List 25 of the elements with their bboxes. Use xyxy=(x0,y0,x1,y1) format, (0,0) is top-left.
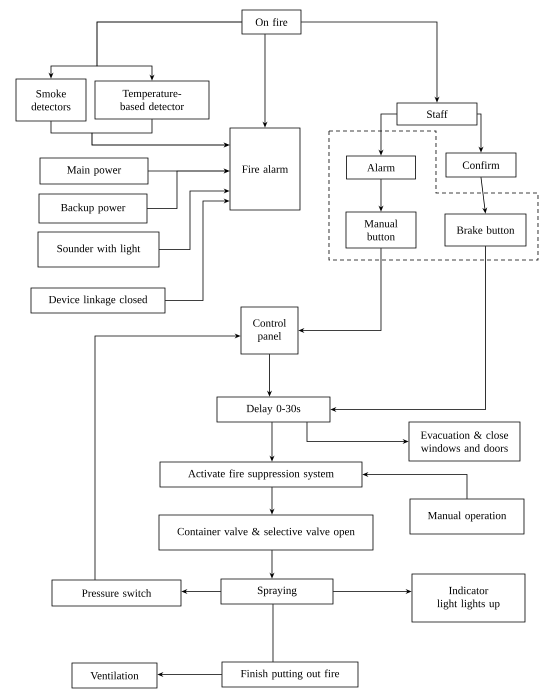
process-box: Spraying xyxy=(220,578,334,604)
process-box: Main power xyxy=(40,158,148,184)
process-box: Staff xyxy=(396,102,478,126)
process-box: Brake button xyxy=(444,214,526,246)
process-box: Finish putting out fire xyxy=(222,662,358,688)
process-box: Alarm xyxy=(346,156,416,180)
process-box: Confirm xyxy=(446,152,516,178)
process-box: Temperature-based detector xyxy=(94,80,210,120)
process-box: Manual operation xyxy=(410,498,524,534)
process-box: Control panel xyxy=(240,306,298,354)
process-box: Evacuation & close windows and doors xyxy=(408,422,520,462)
process-box: Pressure switch xyxy=(52,580,182,606)
process-box: Smoke detectors xyxy=(16,78,86,122)
process-box: On fire xyxy=(242,10,302,34)
process-box: Container valve & selective valve open xyxy=(158,514,374,550)
process-box: Sounder with light xyxy=(38,232,160,268)
process-box: Ventilation xyxy=(72,662,158,688)
process-box: Device linkage closed xyxy=(30,288,166,314)
dashed-group-outline xyxy=(328,130,538,260)
process-box: Fire alarm xyxy=(230,128,300,210)
process-box: Indicator light lights up xyxy=(412,574,526,622)
process-box: Delay 0-30s xyxy=(216,396,330,422)
process-box: Backup power xyxy=(38,194,148,224)
process-box: Manual button xyxy=(346,212,416,248)
process-box: Activate fire suppression system xyxy=(160,462,362,488)
